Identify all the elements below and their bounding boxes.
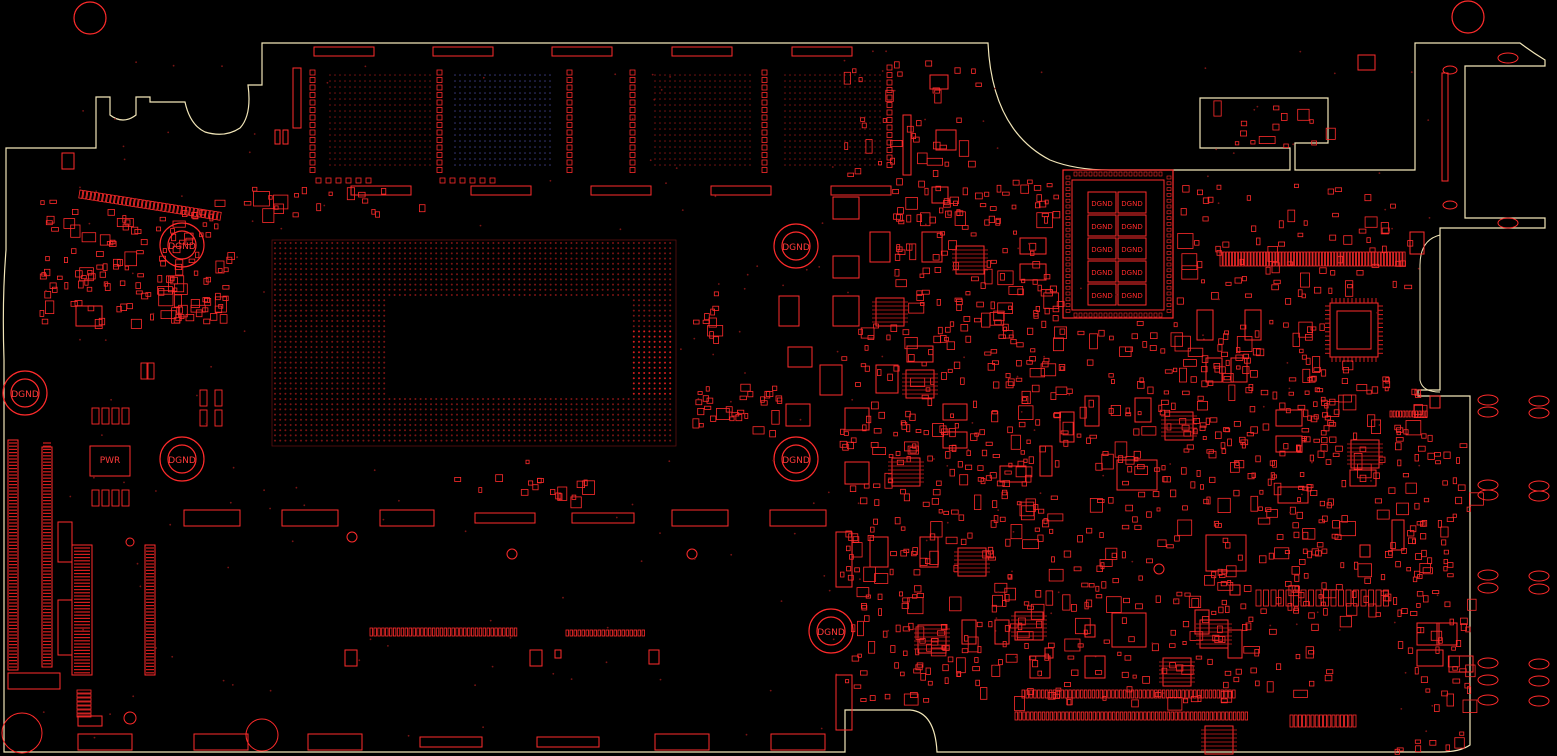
cpu-package xyxy=(271,239,677,447)
ground-pad-label: DGND xyxy=(817,628,845,638)
bottom-connectors xyxy=(77,509,827,751)
pch-chip-grid: DGND DGND DGND DGND DGND DGND DGND DGND DGND DGND xyxy=(1062,169,1174,319)
cpu-die-keepout xyxy=(390,302,628,392)
ground-pad-4[interactable]: DGND xyxy=(159,436,205,482)
ground-pad-label: DGND xyxy=(782,456,810,466)
passive-components xyxy=(39,50,1484,755)
svg-text:DGND: DGND xyxy=(1091,223,1112,231)
memory-ball-array xyxy=(309,64,893,184)
svg-text:DGND: DGND xyxy=(1121,200,1142,208)
svg-text:DGND: DGND xyxy=(1121,269,1142,277)
left-fpc-connector xyxy=(7,439,156,727)
bottom-vias xyxy=(123,531,1165,725)
ground-pad-5[interactable]: DGND xyxy=(773,436,819,482)
svg-text:DGND: DGND xyxy=(1121,223,1142,231)
board-notch-right xyxy=(1419,234,1441,393)
audio-codec-label: PWR xyxy=(100,456,121,466)
mount-hole-top-right xyxy=(1451,0,1485,34)
ground-pad-2[interactable]: DGND xyxy=(773,223,819,269)
mount-hole-top-left xyxy=(73,1,107,35)
fpc-pin-rows xyxy=(9,442,154,718)
power-inductors xyxy=(61,74,1474,731)
qfn-regulators xyxy=(872,245,1383,755)
svg-text:DGND: DGND xyxy=(1121,292,1142,300)
cpu-ball-grid xyxy=(274,242,672,442)
svg-text:DGND: DGND xyxy=(1091,269,1112,277)
ground-pad-label: DGND xyxy=(782,243,810,253)
ground-pad-label: DGND xyxy=(168,456,196,466)
right-edge-pads xyxy=(1477,394,1550,707)
daughterboard-connector xyxy=(1357,52,1519,229)
svg-text:DGND: DGND xyxy=(1091,246,1112,254)
svg-text:DGND: DGND xyxy=(1091,200,1112,208)
mount-hole-bottom-left xyxy=(1,712,43,754)
memory-connector-top xyxy=(274,46,912,196)
mount-hole-bottom-mid xyxy=(245,718,279,752)
ground-pad-label: DGND xyxy=(11,390,39,400)
bottom-small-parts xyxy=(344,395,1441,667)
svg-text:DGND: DGND xyxy=(1091,292,1112,300)
ground-pad-3[interactable]: DGND xyxy=(2,370,48,416)
ec-controller-chip xyxy=(1329,302,1379,358)
svg-text:DGND: DGND xyxy=(1121,246,1142,254)
ground-pad-6[interactable]: DGND xyxy=(808,608,854,654)
ground-pad-label: DGND xyxy=(168,242,196,252)
ec-controller-pins xyxy=(1325,298,1383,362)
